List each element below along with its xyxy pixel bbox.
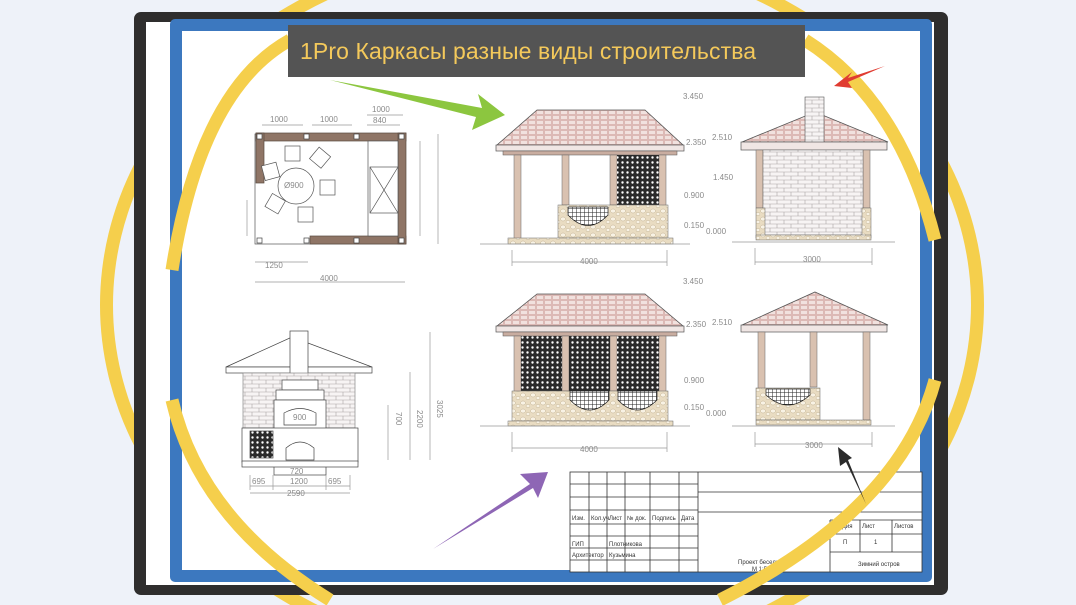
dim-label: 1000 [270, 115, 288, 124]
tb-stage: П [843, 540, 847, 546]
side-elevation-top: 3000 [732, 96, 895, 265]
tb-org: Зимний остров [858, 561, 900, 568]
floor-plan [246, 114, 439, 283]
dim-label: 1200 [290, 477, 308, 486]
dim-label: 840 [373, 116, 387, 125]
width-label: 3000 [803, 255, 821, 264]
front-elevation-bottom: 4000 3.450 2.350 2.510 0.900 0.150 0.000 [480, 277, 733, 454]
dim-label: 1250 [265, 261, 283, 270]
level-label: 0.150 [684, 221, 705, 230]
tb-header: Подпись [652, 516, 676, 522]
slide-title: 1Pro Каркасы разные виды строительства [300, 37, 757, 64]
tb-header: Лист [609, 516, 622, 522]
tb-header: Кол.уч. [591, 516, 611, 522]
level-label: 0.900 [684, 191, 705, 200]
dim-label: 2200 [415, 410, 424, 428]
dim-label: 2590 [287, 489, 305, 498]
tb-sheet-header: Листов [894, 524, 914, 530]
dim-label: 4000 [320, 274, 338, 283]
width-label: 3000 [805, 441, 823, 450]
tb-role: Архитектор [572, 553, 604, 559]
dim-label: 695 [328, 477, 342, 486]
dim-label: 720 [290, 467, 304, 476]
tb-scale: М 1:50 [752, 567, 771, 573]
slide-title-bar: 1Pro Каркасы разные виды строительства [288, 25, 805, 77]
width-label: 4000 [580, 257, 598, 266]
dim-label: 3025 [435, 400, 444, 418]
level-label: 2.510 [712, 318, 733, 327]
table-diameter-label: Ø900 [284, 181, 304, 190]
level-label: 0.150 [684, 403, 705, 412]
tb-name: Кузьмина [609, 553, 636, 559]
width-label: 4000 [580, 445, 598, 454]
level-label: 3.450 [683, 277, 704, 286]
level-label: 2.350 [686, 138, 707, 147]
tb-header: Изм. [572, 516, 585, 522]
tb-name: Плотникова [609, 542, 643, 548]
dim-label: 900 [293, 413, 307, 422]
tb-header: № док. [627, 515, 647, 522]
tb-sheet-header: Лист [862, 524, 875, 530]
front-elevation-top: 4000 3.450 2.350 2.510 1.450 0.900 0.150… [480, 92, 734, 266]
level-label: 2.350 [686, 320, 707, 329]
level-label: 0.900 [684, 376, 705, 385]
tb-sheet-header: Стадия [832, 524, 852, 530]
dim-label: 1000 [372, 105, 390, 114]
level-label: 0.000 [706, 227, 727, 236]
tb-role: ГИП [572, 542, 584, 548]
level-label: 1.450 [713, 173, 734, 182]
level-label: 0.000 [706, 409, 727, 418]
level-label: 3.450 [683, 92, 704, 101]
dim-label: 695 [252, 477, 266, 486]
dim-label: 1000 [320, 115, 338, 124]
tb-header: Дата [681, 516, 695, 522]
dim-label: 700 [394, 412, 403, 426]
side-elevation-bottom: 3000 [732, 291, 895, 450]
tb-project: Проект беседки [738, 560, 782, 566]
level-label: 2.510 [712, 133, 733, 142]
